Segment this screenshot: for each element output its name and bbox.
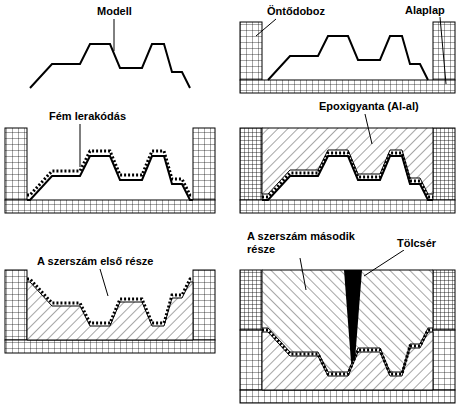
casting-box [240,128,455,213]
casting-box [5,270,215,353]
metal-layer [27,151,193,195]
tool-first-part [262,332,433,390]
part-label: Alaplap [404,4,446,17]
metal-layer [262,153,433,197]
part-label: Modell [96,5,133,18]
part-label: Fém lerakódás [48,110,127,123]
casting-box [240,270,455,403]
leader-line [365,114,372,144]
leader-line [300,258,306,290]
leader-line [80,124,81,167]
leader-line [256,19,276,36]
epoxy-fill [262,128,433,194]
leader-line [114,19,115,51]
part-label: A szerszám első része [36,255,154,268]
metal-layer [262,330,433,374]
model-profile [30,44,190,88]
casting-box [240,22,455,93]
leader-line [100,269,108,296]
leader-line [440,17,446,84]
funnel [344,270,362,362]
part-label: Öntődoboz [266,5,326,18]
casting-box [5,128,215,213]
part-label: Epoxigyanta (Al-al) [318,100,420,113]
metal-layer [27,279,193,323]
model-profile [268,36,428,80]
part-label: Tölcsér [396,237,437,250]
leader-line [364,250,404,276]
model-profile [262,156,433,200]
part-label: A szerszám második része [246,230,368,256]
